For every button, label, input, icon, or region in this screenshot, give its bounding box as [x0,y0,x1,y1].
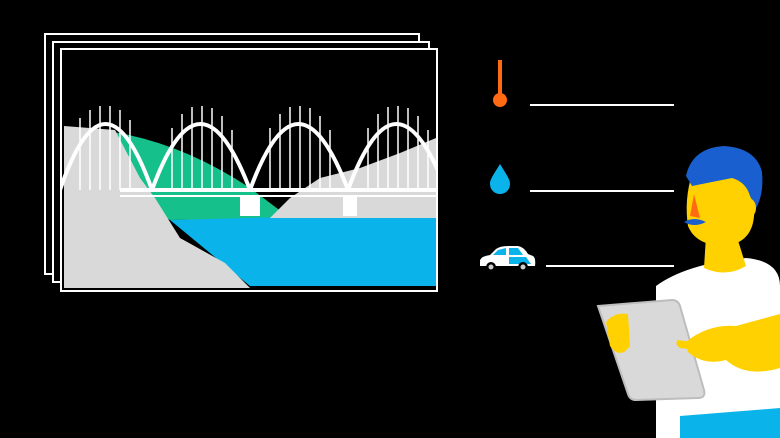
water [170,213,436,286]
legend-line-temperature [530,104,674,106]
person-with-tablet [596,146,780,438]
head [686,165,755,246]
hair [686,146,763,208]
bridge-picture [60,48,438,292]
thermometer-icon [493,60,507,107]
right-hand [686,314,780,372]
left-hand [606,313,630,353]
legend-line-traffic [546,265,674,267]
water-drop-icon [490,164,510,194]
arch-bridge [60,106,438,216]
legend-line-humidity [530,190,674,192]
car-icon [480,246,536,272]
